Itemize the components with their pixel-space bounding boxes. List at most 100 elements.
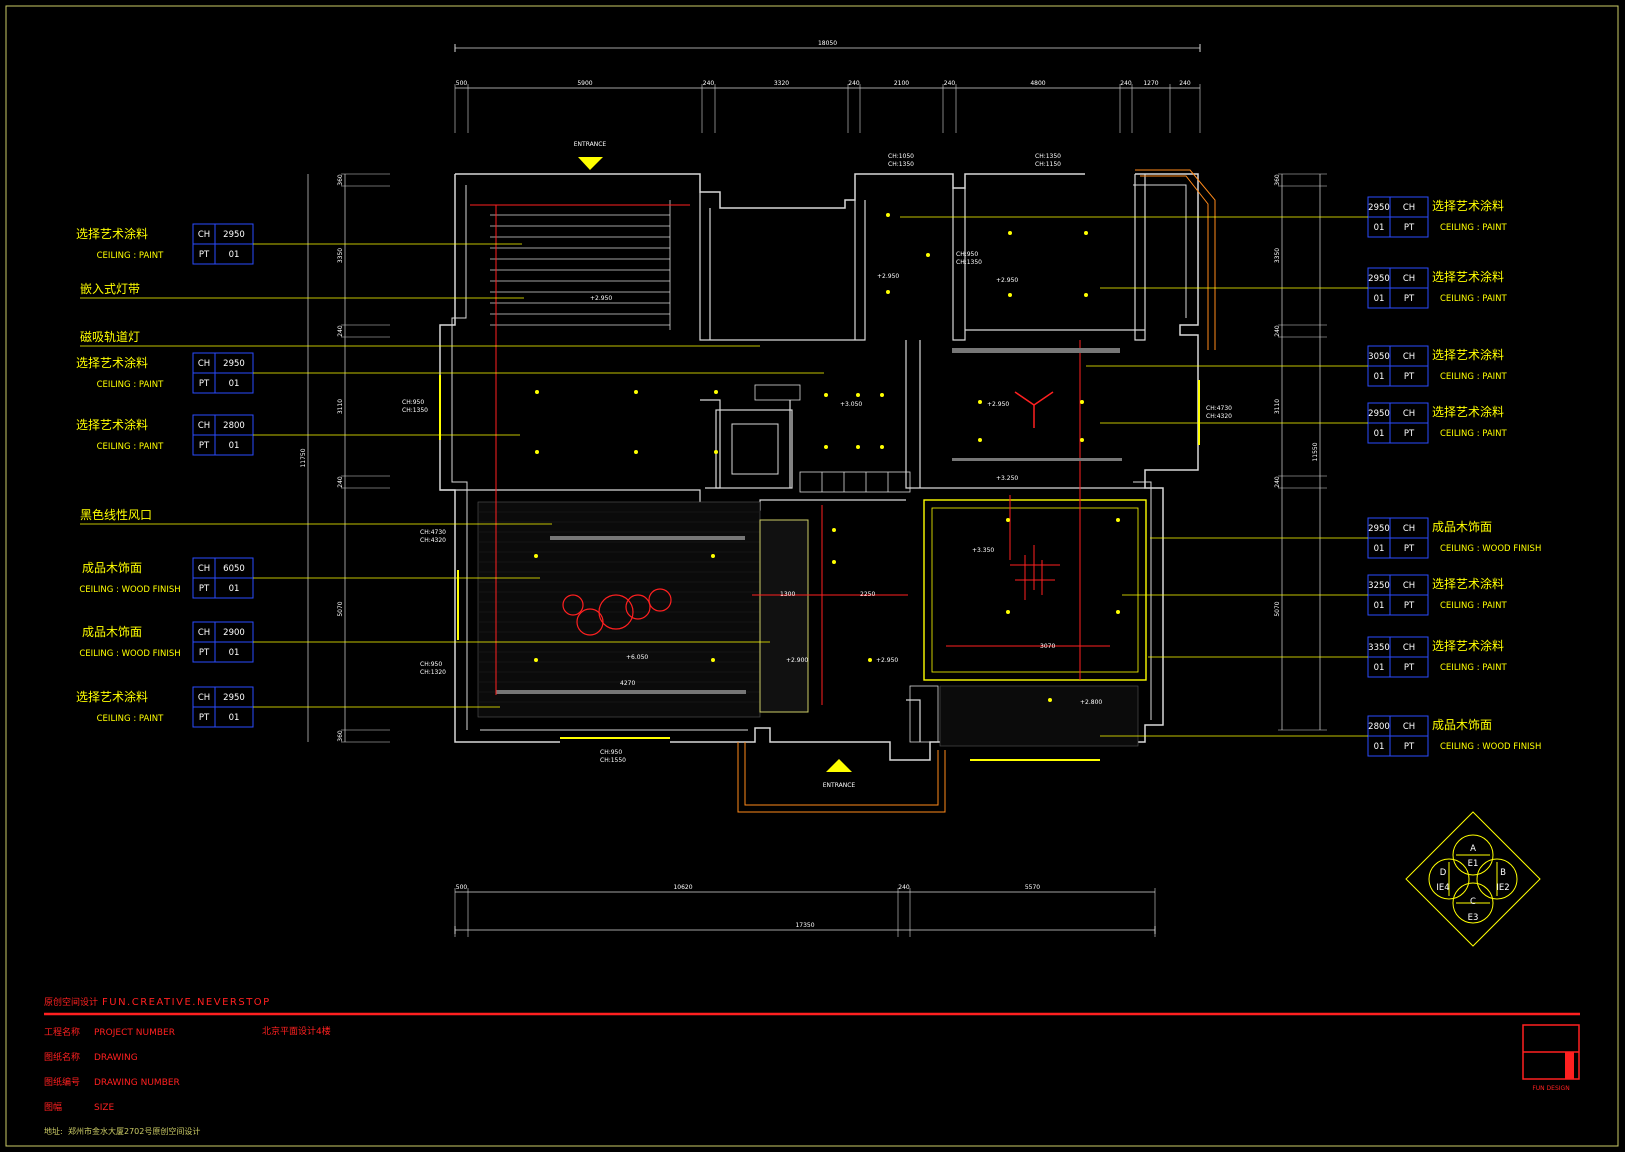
left-callout-en-4: CEILING : PAINT [97,442,165,452]
left-tag-ch-3: CH [198,359,210,369]
right-tag-code-2: 01 [1374,372,1385,382]
ch-note-6: CH:950 [402,399,424,406]
right-tag-ch-6: 3350 [1368,643,1390,653]
left-tag-ch-7: CH [198,628,210,638]
left-callout-cn-8: 选择艺术涂料 [76,689,148,704]
left-tag-num-8: 01 [229,713,240,723]
ch-note-11: CH:4320 [420,537,446,544]
right-tag-num-5: PT [1404,601,1415,611]
left-tag-code-6: PT [199,584,210,594]
left-tag-code-0: PT [199,250,210,260]
dim-top-label-5: 2100 [894,80,909,87]
left-tag-code-8: PT [199,713,210,723]
dim-top-label-9: 1270 [1143,80,1158,87]
left-tag-bottom-4 [192,434,254,456]
ch-note-15: CH:1550 [600,757,626,764]
elevation-note-2: +2.950 [996,277,1018,284]
row-label-0: 工程名称 [44,1026,80,1038]
left-tag-height-3: 2950 [223,359,245,369]
elevator-shaft [715,409,793,489]
left-tag-height-8: 2950 [223,693,245,703]
left-tag-code-4: PT [199,441,210,451]
right-callout-cn-2: 选择艺术涂料 [1432,347,1504,362]
address: 郑州市金水大厦2702号原创空间设计 [68,1126,200,1136]
bedroom-ceiling-square [923,499,1147,681]
row-value-3: SIZE [94,1103,115,1113]
right-tag-ch-5: 3250 [1368,581,1390,591]
elevation-note-7: +2.900 [786,657,808,664]
left-callout-cn-5: 黑色线性风口 [80,508,152,522]
right-tag-ch-1: 2950 [1368,274,1390,284]
dim-left-label-2: 240 [337,325,344,337]
entry-icon [826,759,852,772]
ceiling-fan-icon [1014,391,1054,428]
right-tag-height-0: CH [1403,203,1415,213]
compass-b-sub: IE2 [1496,883,1509,893]
inner-dim-0: 1300 [780,591,795,598]
stair-lines [490,200,671,330]
left-callout-en-6: CEILING : WOOD FINISH [79,585,180,595]
ch-note-5: CH:1350 [956,259,982,266]
exterior-wall-inner [451,184,1187,731]
right-tag-bottom-3 [1367,422,1429,444]
right-callout-en-6: CEILING : PAINT [1440,663,1508,673]
left-tag-num-3: 01 [229,379,240,389]
compass-c-sub: E3 [1468,913,1479,923]
right-callout-cn-5: 选择艺术涂料 [1432,576,1504,591]
dim-right-label-1: 3350 [1274,248,1281,263]
left-tag-bottom-7 [192,641,254,663]
logo-icon [1522,1024,1580,1080]
right-tag-code-4: 01 [1374,544,1385,554]
left-callout-cn-0: 选择艺术涂料 [76,226,148,241]
elevation-note-0: +2.950 [590,295,612,302]
dim-left-total-label: 11750 [300,448,307,467]
ch-note-2: CH:1350 [1035,153,1061,160]
company-cn: 原创空间设计 [44,996,98,1008]
right-tag-num-1: PT [1404,294,1415,304]
right-callout-en-1: CEILING : PAINT [1440,294,1508,304]
dim-top-label-0: 500 [456,80,468,87]
right-tag-num-4: PT [1404,544,1415,554]
row-label-3: 图幅 [44,1101,62,1113]
left-tag-bottom-8 [192,706,254,728]
dim-top-label-2: 240 [703,80,715,87]
left-callout-en-8: CEILING : PAINT [97,714,165,724]
right-callout-cn-3: 选择艺术涂料 [1432,404,1504,419]
entrance-top-label: ENTRANCE [574,141,607,148]
right-tag-bottom-5 [1367,594,1429,616]
dim-top-label-7: 4800 [1030,80,1045,87]
ch-note-14: CH:950 [600,749,622,756]
right-callout-en-5: CEILING : PAINT [1440,601,1508,611]
right-tag-bottom-1 [1367,287,1429,309]
left-tag-num-6: 01 [229,584,240,594]
right-tag-height-4: CH [1403,524,1415,534]
left-callout-cn-6: 成品木饰面 [82,561,142,575]
right-tag-ch-4: 2950 [1368,524,1390,534]
dim-right-label-3: 3110 [1274,399,1281,414]
drawing-title: 北京平面设计4楼 [262,1025,331,1037]
right-tag-bottom-0 [1367,216,1429,238]
right-callout-cn-7: 成品木饰面 [1432,718,1492,732]
left-tag-code-3: PT [199,379,210,389]
downlights [534,213,1120,702]
linear-vent-2 [496,690,746,694]
ch-note-8: CH:4730 [1206,405,1232,412]
right-tag-code-1: 01 [1374,294,1385,304]
dim-top-label-1: 5900 [577,80,592,87]
bedroom-ceiling-inner [931,507,1139,673]
dim-top-label-8: 240 [1120,80,1132,87]
elevation-note-8: +2.950 [876,657,898,664]
left-callout-cn-1: 嵌入式灯带 [80,282,140,296]
right-tag-code-3: 01 [1374,429,1385,439]
right-tag-height-1: CH [1403,274,1415,284]
dim-right-total-label: 11550 [1312,442,1319,461]
ch-note-4: CH:950 [956,251,978,258]
right-callout-cn-0: 选择艺术涂料 [1432,198,1504,213]
right-tag-bottom-6 [1367,656,1429,678]
row-label-1: 图纸名称 [44,1051,80,1063]
ceiling-redlines [470,204,1110,705]
left-tag-ch-0: CH [198,230,210,240]
